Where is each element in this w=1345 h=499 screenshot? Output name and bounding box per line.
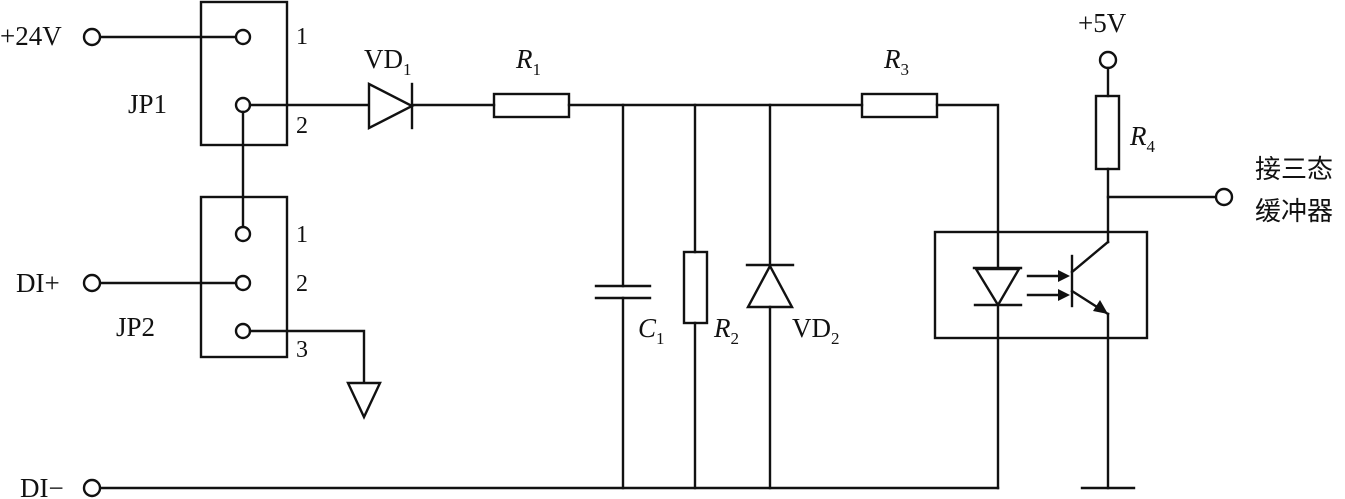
plus24v-label: +24V xyxy=(0,21,62,51)
jp2-label: JP2 xyxy=(116,312,155,342)
jp2-box xyxy=(199,195,289,359)
jp1-pin2[interactable] xyxy=(234,96,252,114)
optocoupler-led xyxy=(972,266,1023,308)
optocoupler-light-arrows xyxy=(1026,270,1070,301)
jp1-pin2-label: 2 xyxy=(296,113,308,139)
c1-label: C1 xyxy=(638,313,665,348)
jp2-pin2-label: 2 xyxy=(296,271,308,297)
ground-symbol xyxy=(346,381,382,420)
di-plus-label: DI+ xyxy=(16,268,60,298)
vd1-label: VD1 xyxy=(364,44,412,79)
jp2-pin1-label: 1 xyxy=(296,222,308,248)
plus5v-label: +5V xyxy=(1078,8,1127,38)
plus5v-terminal[interactable] xyxy=(1098,50,1118,70)
jp1-pin1[interactable] xyxy=(234,28,252,46)
di-minus-terminal[interactable] xyxy=(82,478,102,498)
jp2-pin3-label: 3 xyxy=(296,337,308,363)
r2-label: R2 xyxy=(713,313,739,348)
r4-resistor xyxy=(1094,94,1121,171)
r3-to-led-wire xyxy=(935,103,1000,270)
r3-resistor xyxy=(860,92,939,119)
vd2-diode xyxy=(745,263,795,309)
output-label-line2: 缓冲器 xyxy=(1255,197,1333,227)
vd2-label: VD2 xyxy=(792,313,840,348)
vd1-diode xyxy=(367,82,415,130)
r1-resistor xyxy=(492,92,571,119)
output-label-line1: 接三态 xyxy=(1255,155,1333,185)
jp2-pin2[interactable] xyxy=(234,274,252,292)
optocoupler-box xyxy=(933,230,1149,340)
output-terminal[interactable] xyxy=(1214,187,1234,207)
r2-resistor xyxy=(682,250,709,325)
jp2-pin1[interactable] xyxy=(234,225,252,243)
di-plus-terminal[interactable] xyxy=(82,273,102,293)
r1-label: R1 xyxy=(515,44,541,79)
jp1-label: JP1 xyxy=(128,89,167,119)
plus24v-terminal[interactable] xyxy=(82,27,102,47)
phototransistor xyxy=(1070,240,1110,316)
r3-label: R3 xyxy=(883,44,909,79)
di-minus-label: DI− xyxy=(20,473,64,499)
jp1-pin1-label: 1 xyxy=(296,24,308,50)
jp2-pin3-ground-wire xyxy=(248,329,366,385)
jp2-pin3[interactable] xyxy=(234,322,252,340)
r4-label: R4 xyxy=(1129,121,1156,156)
